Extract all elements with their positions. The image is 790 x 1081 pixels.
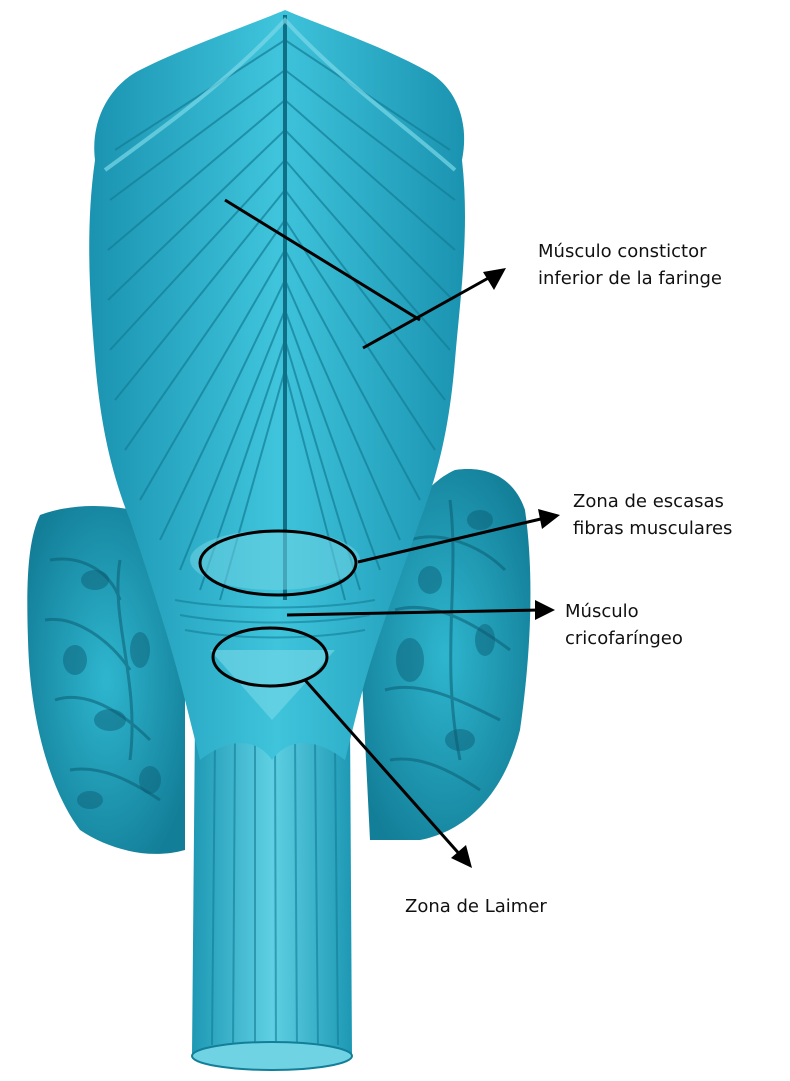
label-line: Músculo — [565, 598, 683, 625]
label-zona-laimer: Zona de Laimer — [405, 893, 547, 920]
label-musculo-cricofaringeo: Músculo cricofaríngeo — [565, 598, 683, 652]
label-line: inferior de la faringe — [538, 265, 722, 292]
label-line: fibras musculares — [573, 515, 732, 542]
esophagus — [192, 720, 352, 1070]
label-line: Zona de Laimer — [405, 893, 547, 920]
label-line: cricofaríngeo — [565, 625, 683, 652]
label-line: Músculo constictor — [538, 238, 722, 265]
arrowhead-escasas — [538, 509, 560, 529]
label-musculo-constrictor: Músculo constictor inferior de la faring… — [538, 238, 722, 292]
label-line: Zona de escasas — [573, 488, 732, 515]
arrowhead-cricofaringeo — [535, 600, 555, 620]
label-zona-escasas-fibras: Zona de escasas fibras musculares — [573, 488, 732, 542]
